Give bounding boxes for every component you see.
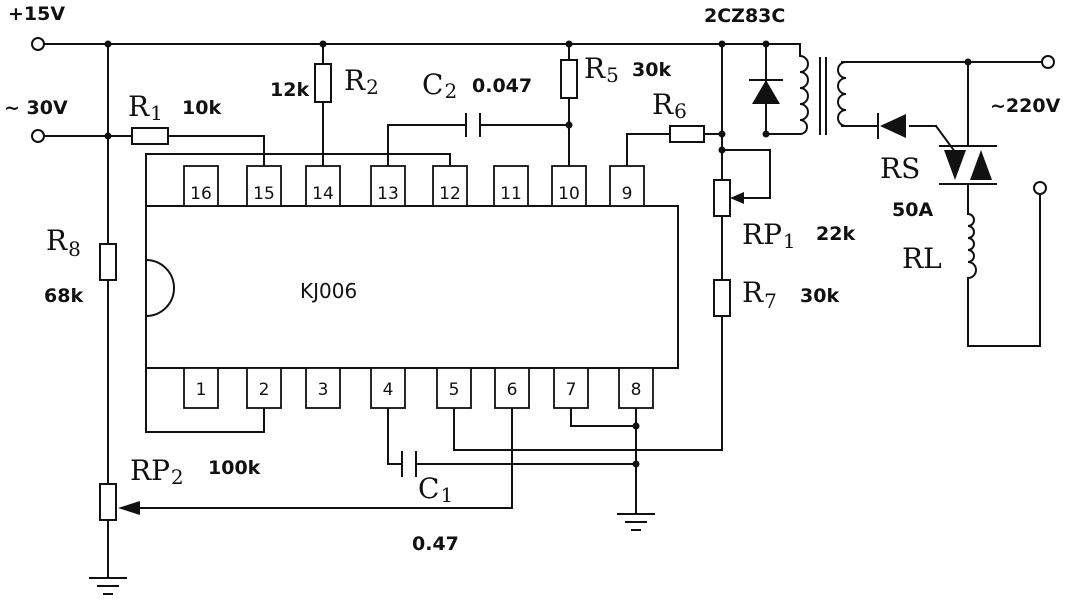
supply-ac220-label: ~220V (990, 95, 1061, 117)
supply-ac30-label: ~ 30V (4, 97, 68, 119)
terminals (31, 37, 1055, 195)
resistor-r8 (99, 243, 117, 281)
load-rl (966, 212, 977, 280)
junction-dots (104, 40, 972, 468)
ic-kj006: KJ006 (144, 205, 679, 369)
c2-value: 0.047 (472, 75, 532, 97)
potentiometer-rp2 (99, 483, 140, 521)
rp1-value: 22k (816, 223, 855, 245)
r5-name: R5 (584, 52, 619, 87)
pin-13-label: 13 (377, 184, 399, 204)
c1-name: C1 (418, 472, 453, 507)
pulse-transformer (798, 54, 848, 136)
load-name: RL (902, 242, 942, 275)
ground-symbol-center (617, 513, 655, 531)
r2-name: R2 (344, 64, 379, 99)
pin-15-label: 15 (253, 184, 275, 204)
r5-value: 30k (632, 59, 671, 81)
gate-diode (877, 113, 906, 139)
pin-1-label: 1 (196, 380, 207, 400)
pin-8-label: 8 (631, 380, 642, 400)
capacitor-c1 (401, 451, 417, 477)
rp2-name: RP2 (130, 454, 184, 489)
ac30-terminal (31, 129, 45, 143)
ac220-terminal-bottom (1033, 181, 1047, 195)
pin-6-label: 6 (507, 380, 518, 400)
c1-value: 0.47 (412, 533, 459, 555)
r8-value: 68k (44, 285, 83, 307)
c2-name: C2 (422, 68, 457, 103)
resistor-r6 (669, 125, 705, 143)
resistor-r2 (314, 63, 332, 103)
r1-value: 10k (182, 97, 221, 119)
r1-name: R1 (128, 90, 163, 125)
diode-2cz83c (749, 75, 783, 105)
pin-2-label: 2 (259, 380, 270, 400)
ic-pins-bottom: 1 2 3 4 5 6 7 8 (183, 367, 654, 409)
diode-label: 2CZ83C (704, 5, 785, 27)
resistor-r1 (131, 127, 169, 145)
capacitor-c2 (465, 113, 481, 137)
ground-symbol-left (89, 577, 127, 595)
pin-16-label: 16 (190, 184, 212, 204)
rp1-name: RP1 (742, 218, 796, 253)
pin-10-label: 10 (558, 184, 580, 204)
r6-name: R6 (652, 88, 687, 123)
triac-rs (939, 145, 997, 195)
pin-5-label: 5 (449, 380, 460, 400)
pin-12-label: 12 (439, 184, 461, 204)
pin-11-label: 11 (500, 184, 522, 204)
triac-rating: 50A (892, 199, 933, 221)
pin-4-label: 4 (383, 380, 394, 400)
ic-name: KJ006 (300, 279, 357, 303)
ac220-terminal-top (1041, 55, 1055, 69)
pin-14-label: 14 (312, 184, 334, 204)
r2-value: 12k (270, 79, 309, 101)
pin-7-label: 7 (566, 380, 577, 400)
resistor-r7 (713, 279, 731, 317)
supply-plus15-label: +15V (8, 3, 65, 25)
rp2-value: 100k (208, 457, 261, 479)
r8-name: R8 (46, 224, 81, 261)
r7-name: R7 (742, 276, 777, 313)
wiring (43, 43, 1047, 579)
pin-3-label: 3 (318, 380, 329, 400)
r7-value: 30k (800, 285, 839, 307)
resistor-r5 (560, 59, 578, 99)
triac-name: RS (880, 152, 920, 185)
plus15-terminal (31, 37, 45, 51)
potentiometer-rp1 (713, 179, 744, 217)
pin-9-label: 9 (622, 184, 633, 204)
ic-pins-top: 16 15 14 13 12 11 10 9 (183, 165, 645, 207)
